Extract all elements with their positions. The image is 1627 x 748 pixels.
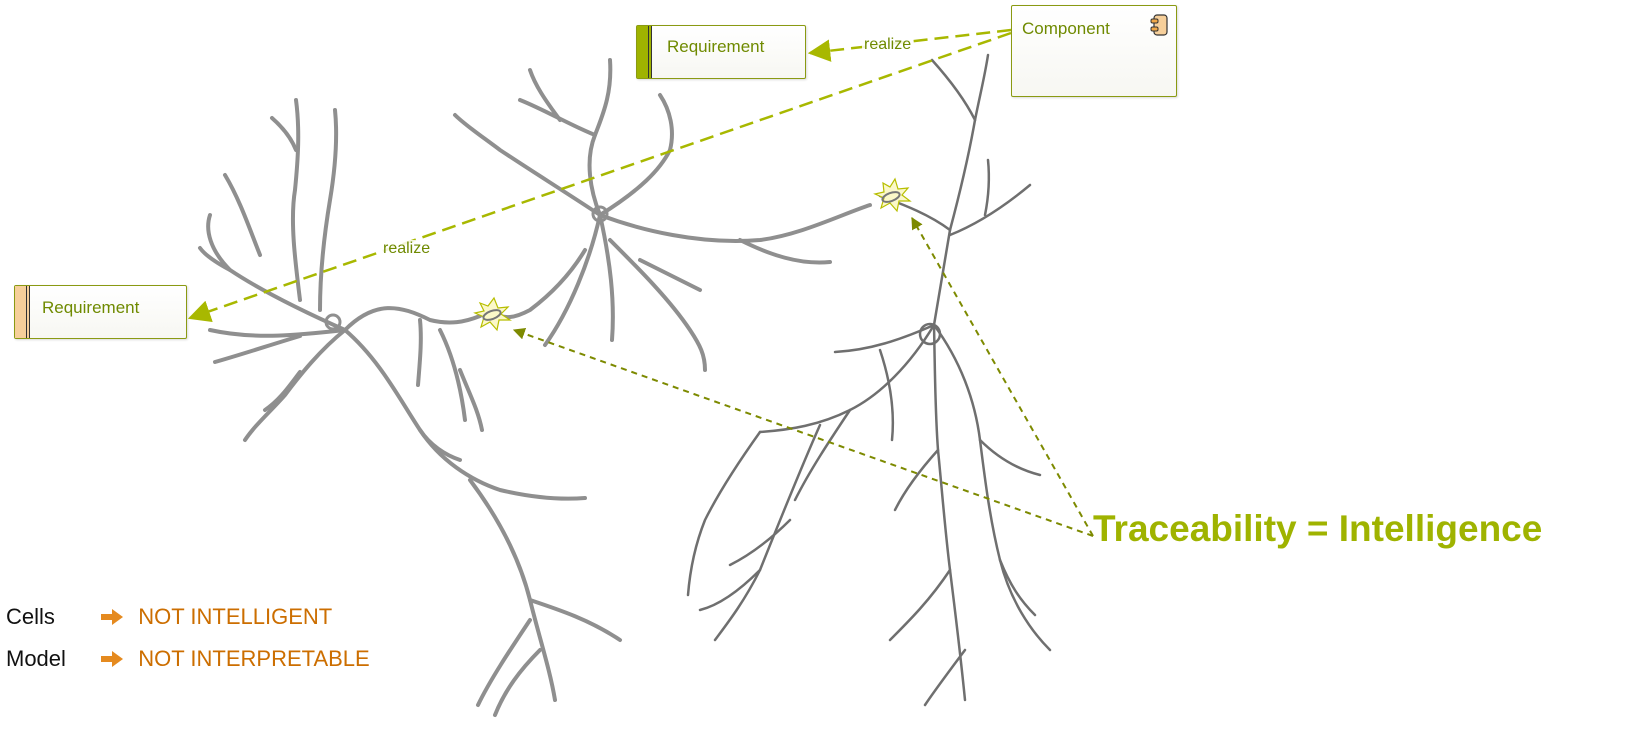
realize-label-top: realize xyxy=(862,36,914,54)
component-label: Component xyxy=(1022,19,1110,38)
neuron-right-nucleus xyxy=(918,322,942,346)
arrow-right-icon xyxy=(101,609,124,625)
requirement-left-label: Requirement xyxy=(42,298,140,317)
realize-link-top[interactable] xyxy=(807,28,1012,62)
legend-term: Cells xyxy=(6,604,55,629)
legend-row-model: Model NOT INTERPRETABLE xyxy=(6,646,370,672)
component-icon xyxy=(1150,14,1168,36)
neuron-middle-nucleus xyxy=(591,205,609,223)
neuron-right xyxy=(686,53,1052,707)
neuron-left xyxy=(198,98,622,717)
neuron-middle xyxy=(453,58,872,372)
requirement-box-left[interactable]: Requirement xyxy=(14,285,187,339)
synapse-spark-right xyxy=(873,177,912,213)
realize-label-left: realize xyxy=(381,240,433,258)
realize-link-left[interactable] xyxy=(187,31,1012,322)
legend-term: Model xyxy=(6,646,66,671)
component-box[interactable]: Component xyxy=(1011,5,1177,97)
requirement-box-top[interactable]: Requirement xyxy=(636,25,806,79)
trace-link-to-right-synapse[interactable] xyxy=(911,216,1094,537)
trace-link-to-left-synapse[interactable] xyxy=(512,327,1094,537)
neuron-left-nucleus xyxy=(324,313,342,331)
synapse-spark-left xyxy=(473,296,512,332)
arrow-right-icon xyxy=(101,651,124,667)
headline: Traceability = Intelligence xyxy=(1093,508,1543,549)
requirement-stripe-icon xyxy=(637,26,652,78)
legend-value: NOT INTELLIGENT xyxy=(138,604,333,629)
requirement-stripe-icon xyxy=(15,286,30,338)
requirement-top-label: Requirement xyxy=(667,37,765,56)
legend-value: NOT INTERPRETABLE xyxy=(138,646,370,671)
legend-row-cells: Cells NOT INTELLIGENT xyxy=(6,604,332,630)
